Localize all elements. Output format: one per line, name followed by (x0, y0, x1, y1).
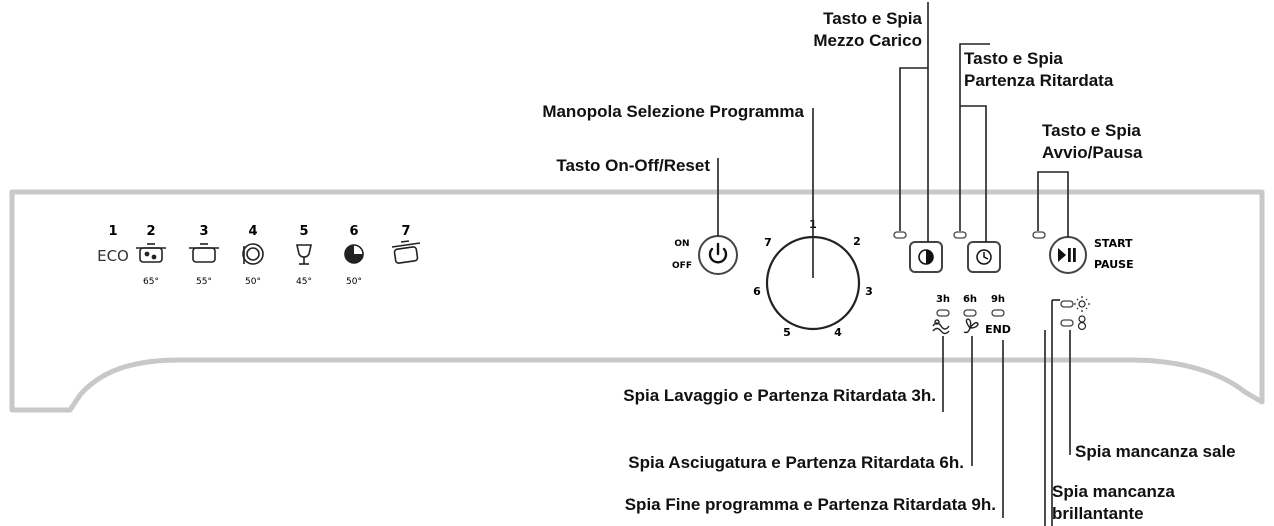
end-label: END (985, 323, 1011, 336)
pause-label: PAUSE (1094, 258, 1134, 271)
drying-fan-icon (963, 318, 979, 334)
program-number-7: 7 (401, 224, 410, 239)
start-pause-led (1032, 231, 1046, 239)
heavily-soiled-pot-icon (136, 243, 166, 263)
panel-outline (9, 189, 1265, 413)
sun-icon (1074, 296, 1090, 312)
program-row: 1 2 3 4 5 6 7 ECO (97, 224, 421, 287)
dry-led (963, 309, 977, 317)
knob-number-4: 4 (834, 326, 842, 339)
half-load-icon (918, 249, 934, 265)
program-temp-5: 45° (296, 277, 312, 287)
callout-on-off: Tasto On-Off/Reset (556, 156, 710, 175)
rinse-aid-led (1060, 300, 1074, 308)
callout-start-pause: Tasto e Spia Avvio/Pausa (1042, 120, 1142, 164)
callout-start-pause-line1: Tasto e Spia (1042, 121, 1141, 140)
program-number-3: 3 (199, 224, 208, 239)
delay-label-6h: 6h (963, 294, 977, 305)
salt-icon (1077, 315, 1087, 331)
delay-label-3h: 3h (936, 294, 950, 305)
callout-salt-light: Spia mancanza sale (1075, 442, 1236, 461)
callout-half-load-line1: Tasto e Spia (823, 9, 922, 28)
callout-wash-light: Spia Lavaggio e Partenza Ritardata 3h. (623, 386, 936, 405)
program-number-1: 1 (108, 224, 117, 239)
knob-number-7: 7 (764, 236, 772, 249)
wash-icon (932, 319, 950, 335)
callout-rinse-aid-light: Spia mancanza brillantante (1052, 481, 1175, 525)
program-temp-4: 50° (245, 277, 261, 287)
soak-pot-icon (391, 240, 421, 264)
callout-start-pause-line2: Avvio/Pausa (1042, 143, 1143, 162)
program-number-2: 2 (146, 224, 155, 239)
half-circle-icon (344, 244, 364, 264)
wine-glass-icon (296, 244, 312, 265)
program-number-6: 6 (349, 224, 358, 239)
callout-end-light: Spia Fine programma e Partenza Ritardata… (624, 495, 996, 514)
salt-led (1060, 319, 1074, 327)
callout-half-load-line2: Mezzo Carico (813, 31, 922, 50)
callout-rinse-aid-line1: Spia mancanza (1052, 482, 1175, 501)
knob-number-5: 5 (783, 326, 791, 339)
program-number-4: 4 (248, 224, 257, 239)
program-temp-2: 65° (143, 277, 159, 287)
callout-delayed-start-line2: Partenza Ritardata (964, 71, 1114, 90)
knob-number-6: 6 (753, 285, 761, 298)
knob-number-2: 2 (853, 235, 861, 248)
play-pause-icon (1058, 248, 1076, 262)
dishes-icon (242, 243, 264, 265)
program-temp-6: 50° (346, 277, 362, 287)
delayed-start-button[interactable] (967, 241, 1001, 273)
half-load-button[interactable] (909, 241, 943, 273)
leader-lines (717, 2, 1071, 526)
power-icon (708, 242, 728, 264)
delay-label-9h: 9h (991, 294, 1005, 305)
delayed-start-led (953, 231, 967, 239)
pot-icon (189, 243, 219, 263)
program-temp-3: 55° (196, 277, 212, 287)
callout-rinse-aid-line2: brillantante (1052, 504, 1144, 523)
callout-delayed-start-line1: Tasto e Spia (964, 49, 1063, 68)
half-load-led (893, 231, 907, 239)
start-pause-button[interactable] (1049, 236, 1087, 274)
end-led (991, 309, 1005, 317)
callout-delayed-start: Tasto e Spia Partenza Ritardata (964, 48, 1113, 92)
callout-dry-light: Spia Asciugatura e Partenza Ritardata 6h… (628, 453, 964, 472)
knob-number-3: 3 (865, 285, 873, 298)
eco-label: ECO (97, 247, 129, 265)
callout-program-knob: Manopola Selezione Programma (542, 102, 804, 121)
start-label: START (1094, 237, 1133, 250)
clock-icon (976, 249, 992, 265)
on-off-button[interactable] (698, 235, 738, 275)
wash-led (936, 309, 950, 317)
callout-half-load: Tasto e Spia Mezzo Carico (813, 8, 922, 52)
program-number-5: 5 (299, 224, 308, 239)
on-label: ON (674, 239, 689, 249)
off-label: OFF (672, 261, 692, 271)
